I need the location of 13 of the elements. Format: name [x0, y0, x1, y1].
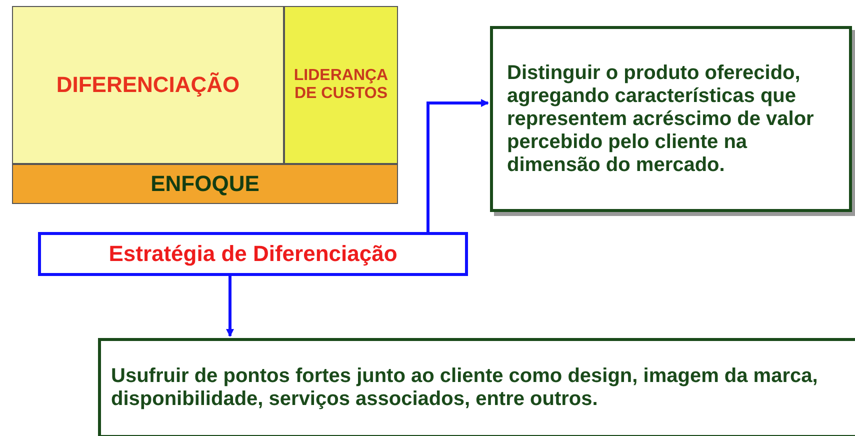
panel: [12, 6, 284, 164]
arrow: [226, 276, 234, 337]
description-text: Usufruir de pontos fortes junto ao cliente como design, imagem da marca, disponibilidade, serviços associados, entre outros.: [111, 365, 819, 411]
panel-label: DIFERENCIAÇÃO: [56, 72, 240, 98]
panel: [12, 164, 398, 204]
description-text: Distinguir o produto oferecido, agregando características que representem acréscimo de valor percebido pelo cliente na dimensão do mercado.: [507, 62, 815, 176]
arrow: [426, 99, 489, 232]
panel: [284, 6, 398, 164]
box-label: Estratégia de Diferenciação: [108, 241, 398, 267]
panel-label: ENFOQUE: [150, 171, 260, 197]
panel-label: LIDERANÇA DE CUSTOS: [292, 67, 390, 103]
process-box: [38, 232, 468, 276]
text-box: [98, 338, 855, 436]
